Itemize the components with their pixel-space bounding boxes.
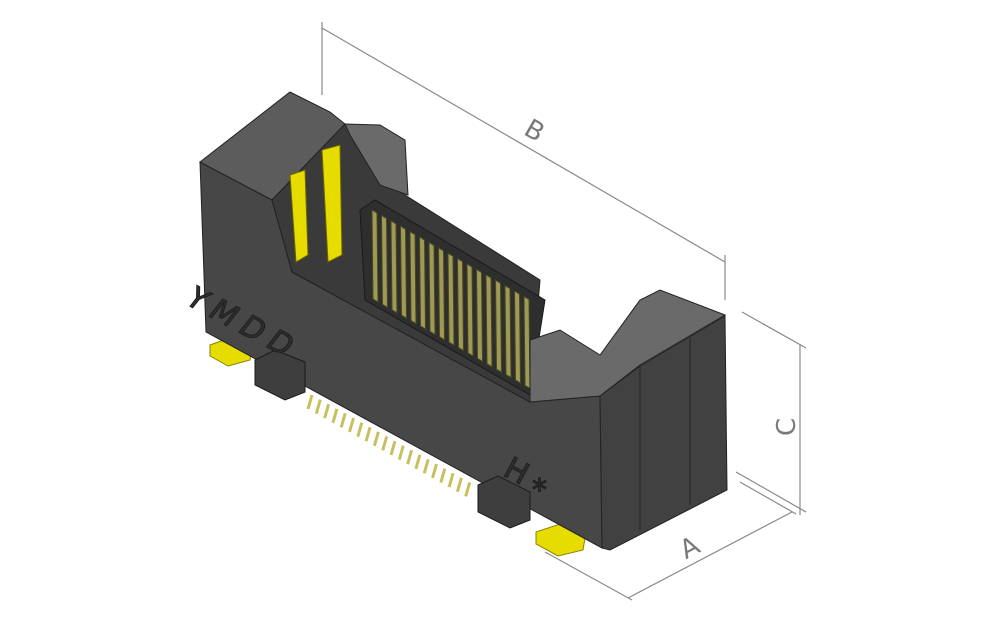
signal-contact [466, 263, 474, 357]
signal-contact [371, 209, 379, 303]
solder-tail [397, 445, 405, 461]
solder-tail [414, 454, 422, 470]
signal-contact [437, 246, 446, 341]
dimension-label-b: B [519, 114, 549, 149]
solder-tail [314, 399, 322, 415]
contact-left-1 [289, 169, 309, 263]
solder-tail [406, 449, 414, 465]
signal-contact [428, 241, 436, 336]
signal-contact [475, 268, 484, 363]
signal-contacts [371, 209, 531, 390]
solder-tail [455, 477, 463, 493]
dimension-b [321, 22, 726, 300]
solder-tail [464, 481, 472, 497]
signal-contact [494, 279, 503, 374]
signal-contact [513, 290, 522, 384]
solder-tail [306, 394, 314, 410]
signal-contact [390, 219, 398, 314]
solder-tail [339, 412, 347, 428]
solder-tail [389, 440, 397, 456]
solder-tail [439, 468, 447, 484]
dimension-a [544, 481, 797, 601]
signal-contact [456, 257, 465, 352]
signal-contact [399, 225, 408, 320]
signal-contact [380, 214, 389, 309]
solder-tail [422, 458, 430, 474]
solder-tail [323, 403, 331, 419]
signal-contact [409, 230, 417, 325]
body-right-end-top [529, 289, 727, 403]
dimension-label-c: C [772, 418, 802, 436]
solder-tail [447, 472, 455, 488]
solder-tail [381, 435, 389, 451]
solder-tail [348, 417, 355, 433]
signal-contact [447, 252, 455, 347]
standoff-left [254, 349, 306, 401]
body-left-tower [344, 123, 409, 196]
standoff-right [477, 475, 531, 529]
solder-tail [372, 431, 380, 447]
signal-contact [523, 295, 531, 390]
signal-contact [504, 284, 512, 379]
body-left-end-top [199, 91, 346, 201]
polarity-symbol: * [532, 473, 547, 508]
solder-tail [356, 422, 364, 438]
solder-tails [306, 394, 472, 497]
signal-contact [485, 273, 493, 368]
solder-tail [431, 463, 438, 479]
dimension-c [735, 311, 807, 515]
solder-tail [364, 426, 372, 442]
solder-tail [331, 408, 339, 424]
signal-contact [418, 236, 427, 330]
contact-left-2 [321, 144, 343, 263]
